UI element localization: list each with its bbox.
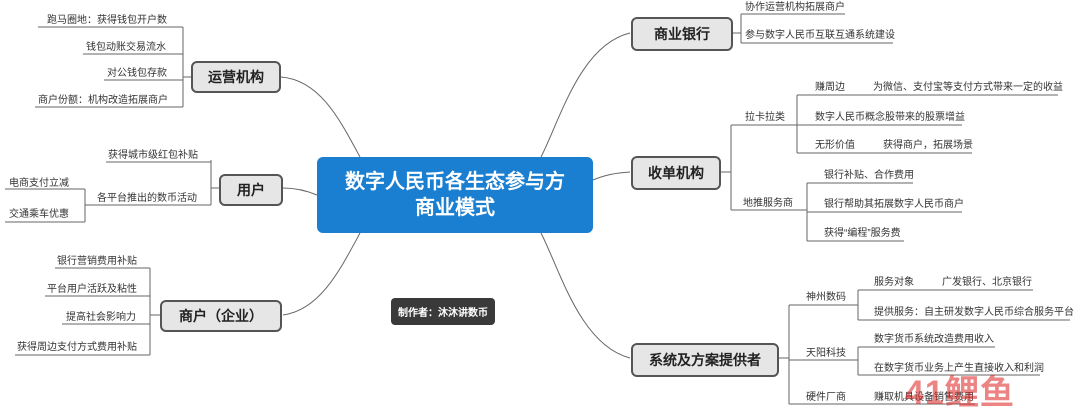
watermark-logo: 41鲤鱼 bbox=[905, 374, 1015, 412]
shenzhou-item-2: 提供服务：自主研发数字人民币综合服务平台 bbox=[874, 307, 1074, 318]
connector-center-users bbox=[282, 187, 318, 196]
push-item-3: 获得“编程”服务费 bbox=[824, 228, 901, 239]
card-item-1-detail: 为微信、支付宝等支付方式带来一定的收益 bbox=[873, 82, 1063, 93]
connector-center-providers bbox=[540, 232, 631, 359]
node-users[interactable]: 用户 bbox=[219, 174, 283, 206]
central-topic[interactable]: 数字人民币各生态参与方 商业模式 bbox=[317, 157, 593, 233]
tianyang-label: 天阳科技 bbox=[806, 348, 846, 359]
shenzhou-label: 神州数码 bbox=[806, 292, 846, 303]
hardware-label: 硬件厂商 bbox=[806, 392, 846, 403]
tianyang-item-1: 数字货币系统改造费用收入 bbox=[874, 334, 994, 345]
shenzhou-item-1-label: 服务对象 bbox=[874, 277, 914, 288]
connector-center-banks bbox=[540, 32, 631, 158]
banks-item-1: 协作运营机构拓展商户 bbox=[745, 2, 845, 13]
push-item-1: 银行补贴、合作费用 bbox=[824, 170, 914, 181]
merchants-item-3: 提高社会影响力 bbox=[66, 312, 136, 323]
tianyang-item-2: 在数字货币业务上产生直接收入和利润 bbox=[874, 363, 1044, 374]
shenzhou-item-1-detail: 广发银行、北京银行 bbox=[942, 277, 1032, 288]
card-item-1-label: 赚周边 bbox=[815, 82, 845, 93]
push-item-2: 银行帮助其拓展数字人民币商户 bbox=[824, 199, 964, 210]
operators-item-1: 跑马圈地：获得钱包开户数 bbox=[47, 15, 167, 26]
card-item-3-detail: 获得商户，拓展场景 bbox=[883, 140, 973, 151]
node-acquirers[interactable]: 收单机构 bbox=[631, 156, 721, 190]
merchants-item-1: 银行营销费用补贴 bbox=[57, 256, 137, 267]
operators-item-3: 对公钱包存款 bbox=[107, 68, 167, 79]
central-topic-line1: 数字人民币各生态参与方 bbox=[345, 171, 565, 193]
node-operators[interactable]: 运营机构 bbox=[191, 61, 281, 93]
connector-center-merchants bbox=[282, 232, 361, 316]
card-item-3-label: 无形价值 bbox=[815, 140, 855, 151]
author-badge: 制作者：沐沐讲数币 bbox=[391, 298, 495, 325]
acquirers-push-label: 地推服务商 bbox=[743, 198, 793, 209]
node-merchants[interactable]: 商户（企业） bbox=[160, 300, 282, 332]
merchants-item-4: 获得周边支付方式费用补贴 bbox=[17, 342, 137, 353]
acquirers-card-label: 拉卡拉类 bbox=[745, 112, 785, 123]
connector-center-operators bbox=[280, 76, 361, 158]
central-topic-line2: 商业模式 bbox=[415, 197, 495, 219]
users-sub-2: 交通乘车优惠 bbox=[9, 209, 69, 220]
operators-item-2: 钱包动账交易流水 bbox=[86, 42, 166, 53]
users-item-1: 获得城市级红包补贴 bbox=[108, 150, 198, 161]
banks-item-2: 参与数字人民币互联互通系统建设 bbox=[745, 30, 895, 41]
operators-item-4: 商户份额：机构改造拓展商户 bbox=[38, 95, 168, 106]
merchants-item-2: 平台用户活跃及粘性 bbox=[47, 284, 137, 295]
card-item-2-label: 数字人民币概念股带来的股票增益 bbox=[815, 112, 965, 123]
connector-center-acquirers bbox=[592, 171, 631, 181]
hardware-detail: 赚取机具设备销售费用 bbox=[874, 392, 974, 403]
node-banks[interactable]: 商业银行 bbox=[631, 17, 733, 51]
users-item-2: 各平台推出的数币活动 bbox=[97, 193, 197, 204]
node-providers[interactable]: 系统及方案提供者 bbox=[631, 343, 779, 377]
users-sub-1: 电商支付立减 bbox=[9, 178, 69, 189]
